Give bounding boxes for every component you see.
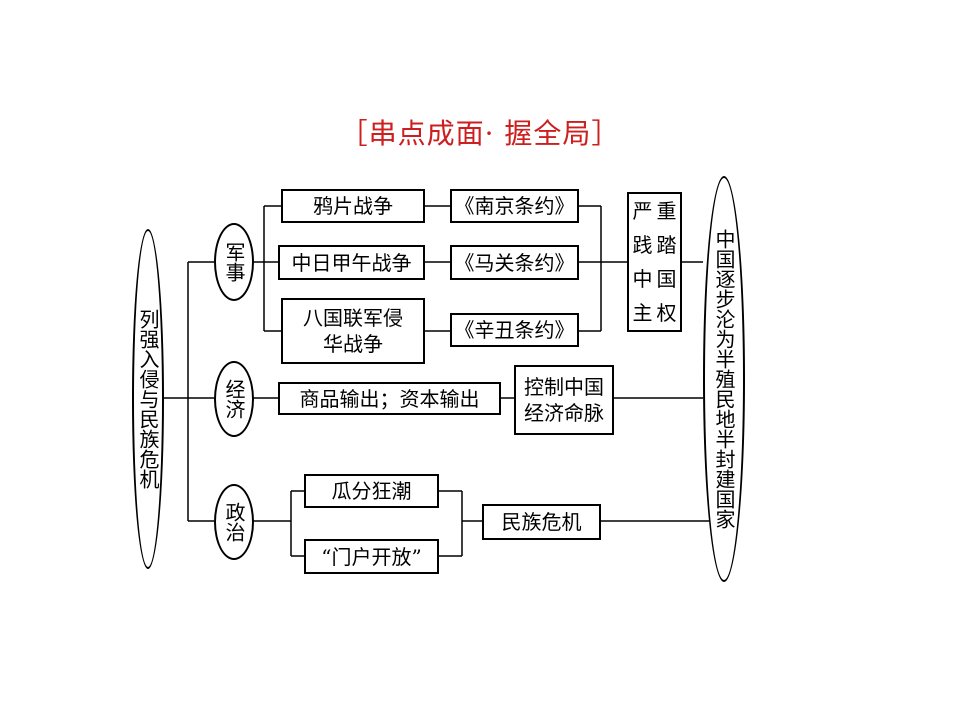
war-sino-japanese: 中日甲午战争 bbox=[278, 245, 425, 280]
politics-open-door: “门户开放” bbox=[304, 539, 439, 574]
category-military-label: 军事 bbox=[222, 242, 246, 282]
war-eight-nation-label: 八国联军侵华战争 bbox=[303, 306, 403, 356]
war-opium: 鸦片战争 bbox=[281, 189, 425, 223]
treaty-nanjing: 《南京条约》 bbox=[450, 189, 579, 223]
economy-result-label: 控制中国经济命脉 bbox=[524, 375, 604, 425]
category-economy: 经济 bbox=[214, 361, 254, 437]
result-char: 权 bbox=[656, 301, 677, 325]
politics-result: 民族危机 bbox=[482, 504, 601, 540]
treaty-shimonoseki: 《马关条约》 bbox=[450, 245, 579, 280]
result-char: 国 bbox=[656, 267, 677, 291]
result-char: 中 bbox=[632, 267, 653, 291]
category-economy-label: 经济 bbox=[222, 379, 246, 419]
category-politics: 政治 bbox=[214, 484, 254, 560]
result-char: 踏 bbox=[656, 233, 677, 257]
page-title: ［串点成面· 握全局］ bbox=[339, 117, 621, 150]
treaty-boxer: 《辛丑条约》 bbox=[450, 313, 579, 347]
result-char: 重 bbox=[656, 199, 677, 223]
economy-action: 商品输出；资本输出 bbox=[278, 382, 501, 415]
result-sovereignty-text: 严 重 践 踏 中 国 主 权 bbox=[633, 198, 677, 326]
war-eight-nation: 八国联军侵华战争 bbox=[281, 298, 425, 364]
root-label: 列强入侵与民族危机 bbox=[136, 309, 160, 489]
result-char: 践 bbox=[632, 233, 653, 257]
result-char: 主 bbox=[632, 301, 653, 325]
result-sovereignty: 严 重 践 踏 中 国 主 权 bbox=[627, 192, 682, 332]
politics-partition: 瓜分狂潮 bbox=[304, 474, 439, 508]
conclusion-oval: 中国逐步沦为半殖民地半封建国家 bbox=[703, 176, 745, 582]
conclusion-label: 中国逐步沦为半殖民地半封建国家 bbox=[712, 229, 736, 529]
category-military: 军事 bbox=[214, 223, 254, 301]
economy-result: 控制中国经济命脉 bbox=[514, 365, 614, 435]
category-politics-label: 政治 bbox=[222, 502, 246, 542]
result-char: 严 bbox=[632, 199, 653, 223]
root-oval: 列强入侵与民族危机 bbox=[132, 229, 164, 569]
